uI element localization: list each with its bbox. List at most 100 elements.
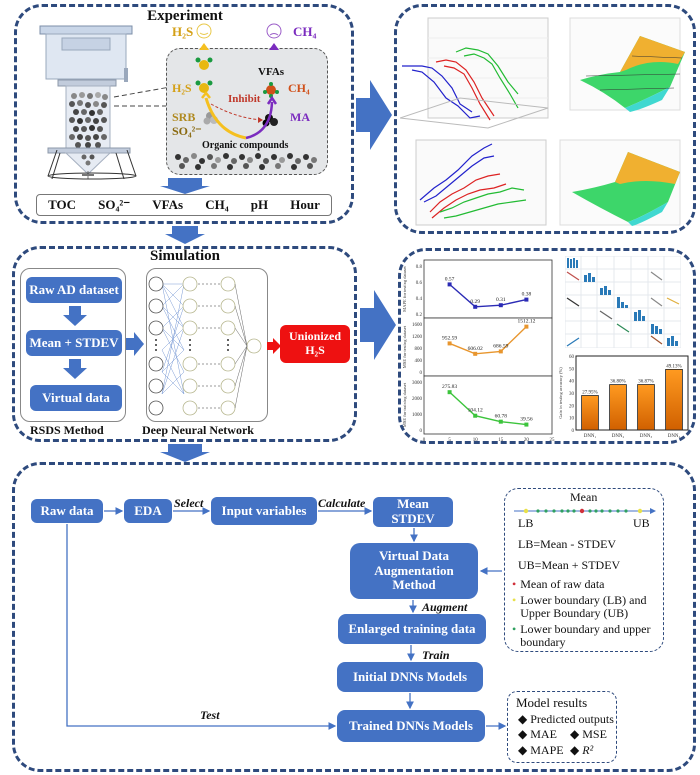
reactor-stand	[47, 150, 137, 180]
virtual-data-augmentation-box: Virtual Data Augmentation Method	[350, 543, 478, 599]
y-tick-label: 40	[569, 380, 575, 385]
data-point	[473, 304, 478, 309]
result-predicted-outputs: ◆ Predicted outputs	[518, 712, 614, 726]
bar-value-label: 36.80%	[610, 380, 625, 385]
dnn-caption: Deep Neural Network	[142, 423, 254, 437]
trained-dnns-models-box: Trained DNNs Models	[337, 710, 485, 742]
reactor-illustration	[39, 25, 133, 179]
bar	[637, 384, 655, 431]
result-mse: ◆ MSE	[570, 727, 607, 741]
workflow-panel	[12, 462, 696, 772]
vfas-label: VFAs	[258, 66, 285, 78]
data-point	[498, 349, 503, 354]
calculate-label: Calculate	[318, 496, 366, 510]
variable-toc: TOC	[48, 197, 76, 212]
y-tick-label: 1000	[412, 413, 423, 418]
right-arrow-to-results	[356, 80, 392, 150]
particle-bed	[175, 153, 317, 170]
data-label: 952.59	[442, 335, 457, 341]
down-arrow-rsds-1	[63, 306, 87, 326]
mechanism-diagram	[175, 23, 317, 170]
srb-label: SRB	[172, 110, 196, 124]
result-r2: ◆ R²	[570, 743, 594, 757]
ma-label: MA	[290, 110, 310, 124]
y-tick-label: 10	[569, 417, 575, 422]
data-point	[447, 390, 452, 395]
data-label: 60.78	[495, 414, 508, 420]
rsds-method-box	[20, 268, 126, 422]
y-axis-label: MSE for testing dataset	[402, 325, 407, 368]
y-tick-label: 50	[569, 367, 575, 372]
legend-item-mean: •Mean of raw data	[512, 577, 605, 591]
inhibit-arrow	[210, 103, 263, 121]
boundary-legend-box	[504, 488, 664, 652]
simulation-panel	[12, 246, 357, 442]
ch4-surface-chart-1	[569, 17, 685, 112]
diamond-bullet-icon: ◆	[518, 743, 531, 757]
unionized-h2s-output-box: Unionized H₂S	[280, 325, 350, 363]
x-tick-label: 25	[550, 438, 556, 443]
boundary-number-line	[514, 508, 656, 514]
data-label: 275.83	[442, 384, 457, 390]
select-label: Select	[174, 496, 204, 510]
diamond-bullet-icon: ◆	[518, 712, 531, 726]
data-point	[524, 422, 529, 427]
result-mae: ◆ MAE	[518, 727, 557, 741]
y-tick-label: 1200	[412, 335, 423, 340]
ub-label: UB	[633, 516, 650, 530]
y-tick-label: 0	[572, 429, 575, 434]
experiment-title: Experiment	[147, 8, 223, 24]
bar-value-label: 36.87%	[638, 380, 653, 385]
y-tick-label: 400	[415, 359, 423, 364]
ub-formula: UB=Mean + STDEV	[518, 558, 621, 572]
stdev-label: STDEV	[391, 511, 435, 526]
yellow-dot-icon: •	[512, 593, 517, 607]
lb-formula: LB=Mean - STDEV	[518, 537, 617, 551]
data-point	[524, 324, 529, 329]
simulation-title: Simulation	[149, 248, 221, 264]
result-mape: ◆ MAPE	[518, 743, 564, 757]
chart-frame-1	[423, 259, 553, 319]
data-label: 104.12	[468, 408, 483, 414]
y-tick-label: 60	[569, 355, 575, 360]
red-dot-icon: •	[512, 577, 517, 591]
inhibit-label: Inhibit	[228, 93, 261, 105]
chart-frame-3	[423, 375, 553, 435]
legend-mean-label: Mean	[570, 490, 598, 504]
dnn-diagram	[148, 276, 262, 416]
virtual-data-box: Virtual data	[30, 385, 122, 411]
variable-vfas: VFAs	[152, 197, 184, 212]
bar-value-label: 49.13%	[666, 364, 681, 369]
x-tick-label: 10	[473, 438, 479, 443]
legend-items: •Mean of raw data •Lower boundary (LB) a…	[512, 578, 662, 649]
ch4-surface-chart-2	[559, 139, 681, 226]
mean-label: Mean	[397, 496, 429, 512]
right-arrow-dnn-to-output	[267, 338, 281, 354]
data-point	[498, 419, 503, 424]
right-arrow-rsds-to-dnn	[126, 332, 144, 356]
model-results-title: Model results	[516, 695, 588, 710]
x-tick-label: 15	[498, 438, 504, 443]
y-tick-label: 0.8	[416, 265, 423, 270]
bar	[581, 395, 599, 431]
bar-value-label: 27.95%	[582, 391, 597, 396]
data-label: 686.59	[493, 343, 508, 349]
initial-dnns-models-box: Initial DNNs Models	[337, 662, 483, 692]
test-label: Test	[200, 708, 220, 722]
organic-compounds-label: Organic compounds	[202, 140, 289, 151]
x-tick-label: 0	[423, 438, 426, 443]
vdam-line-3: Method	[392, 577, 436, 593]
data-label: 0.57	[445, 276, 455, 282]
bar	[665, 369, 683, 431]
right-arrow-to-simulation-results	[360, 290, 396, 360]
legend-item-lb-ub: •Lower boundary (LB) and Upper Boundary …	[512, 593, 647, 620]
vdam-line-2: Augmentation	[374, 562, 454, 578]
experiment-results-panel	[394, 4, 696, 234]
ch4-3d-chart	[415, 139, 547, 226]
train-label: Train	[422, 648, 450, 662]
x-tick-label: 20	[524, 438, 530, 443]
down-arrow-rsds-2	[63, 359, 87, 379]
rsds-method-caption: RSDS Method	[30, 423, 104, 437]
legend-item-boundaries: •Lower boundary and upper boundary	[512, 622, 651, 649]
